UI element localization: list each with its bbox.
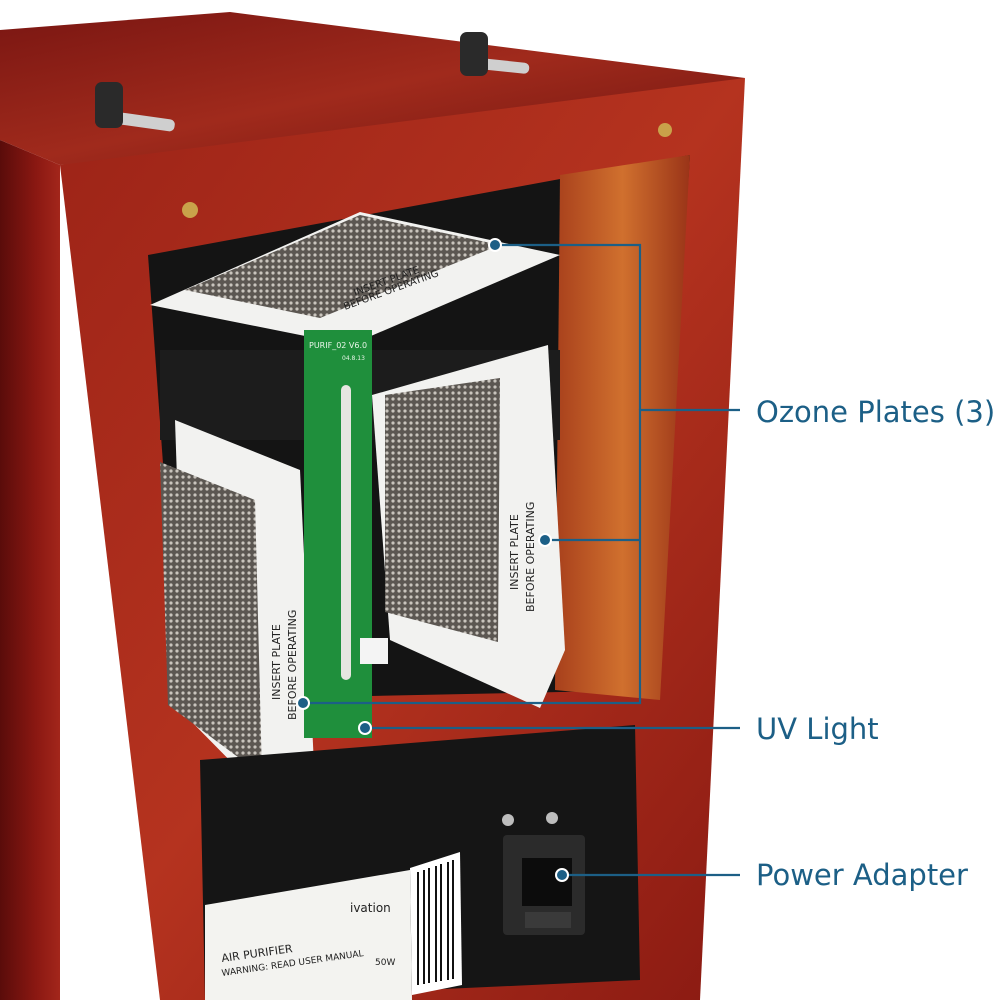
callout-lines [303, 243, 740, 877]
label-wattage: 50W [375, 958, 395, 968]
thumb-screw-right [460, 32, 530, 76]
callout-dots [296, 238, 569, 882]
plate-text-left-2: BEFORE OPERATING [286, 610, 299, 720]
base-screw [502, 814, 514, 826]
callout-power-adapter: Power Adapter [756, 858, 968, 892]
barcode [410, 852, 462, 995]
frame-screw [658, 123, 672, 137]
ozone-plate-top-mesh [185, 215, 500, 318]
base-screw [546, 812, 558, 824]
callout-line-ozone-left [303, 408, 740, 705]
cabinet-left-side [0, 140, 60, 1000]
plate-text-right-2: BEFORE OPERATING [524, 502, 537, 612]
ozone-plate-right-mesh [385, 378, 500, 642]
thumb-screw-left [95, 82, 175, 132]
pcb-connector [360, 638, 388, 664]
power-socket [503, 835, 585, 935]
label-brand: ivation [350, 901, 391, 915]
callout-ozone-plates: Ozone Plates (3) [756, 395, 996, 429]
frame-screw [182, 202, 198, 218]
uv-light-tube [341, 385, 351, 680]
product-label: ivation AIR PURIFIER WARNING: READ USER … [205, 870, 412, 1000]
uv-light-pcb [304, 330, 372, 738]
ozone-plate-left-mesh [160, 462, 262, 775]
callout-uv-light: UV Light [756, 712, 879, 746]
plate-text-left-1: INSERT PLATE [270, 624, 283, 700]
pcb-date-text: 04.8.13 [342, 355, 365, 362]
pcb-model-text: PURIF_02 V6.0 [309, 341, 367, 350]
plate-text-right-1: INSERT PLATE [508, 514, 521, 590]
callout-line-ozone-top [495, 243, 642, 410]
cabinet-inner-wall [555, 155, 690, 700]
